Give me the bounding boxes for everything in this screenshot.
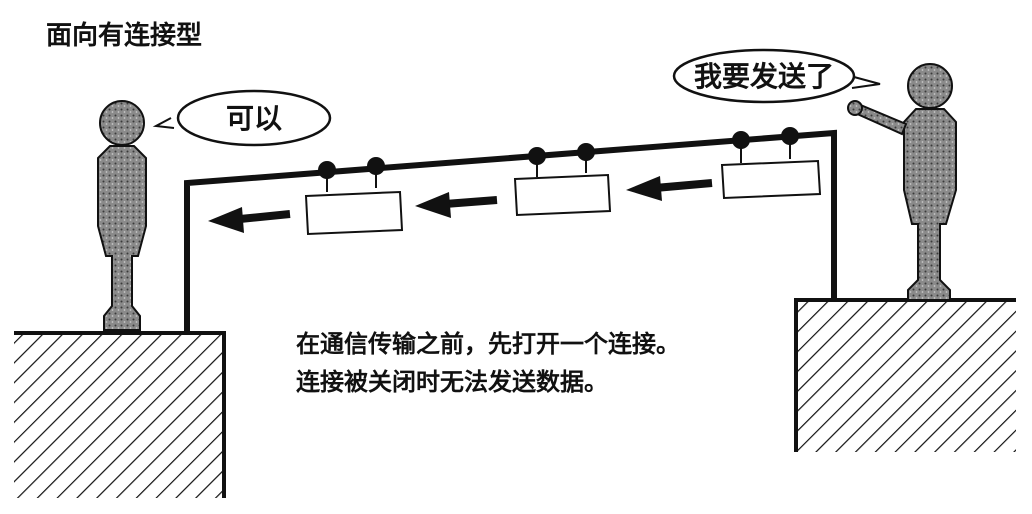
caption-line-2: 连接被关闭时无法发送数据。: [296, 368, 608, 396]
sender-speech-bubble: 我要发送了: [672, 48, 881, 104]
data-packet: [720, 127, 822, 200]
diagram-title: 面向有连接型: [46, 20, 202, 51]
receiver-speech-bubble: 可以: [152, 89, 332, 147]
connection-line: [184, 129, 837, 333]
data-packet: [513, 143, 612, 217]
direction-arrow: [415, 192, 498, 218]
data-packet: [304, 157, 404, 236]
caption-line-1: 在通信传输之前，先打开一个连接。: [296, 330, 680, 358]
receiver-figure: [97, 100, 147, 331]
sender-speech-text: 我要发送了: [694, 60, 834, 93]
direction-arrow: [626, 176, 713, 201]
direction-arrow: [208, 207, 291, 233]
sender-figure: [847, 63, 957, 301]
sender-hand: [847, 100, 863, 116]
left-platform: [14, 331, 226, 498]
right-platform: [794, 298, 1016, 452]
receiver-speech-text: 可以: [226, 102, 282, 135]
